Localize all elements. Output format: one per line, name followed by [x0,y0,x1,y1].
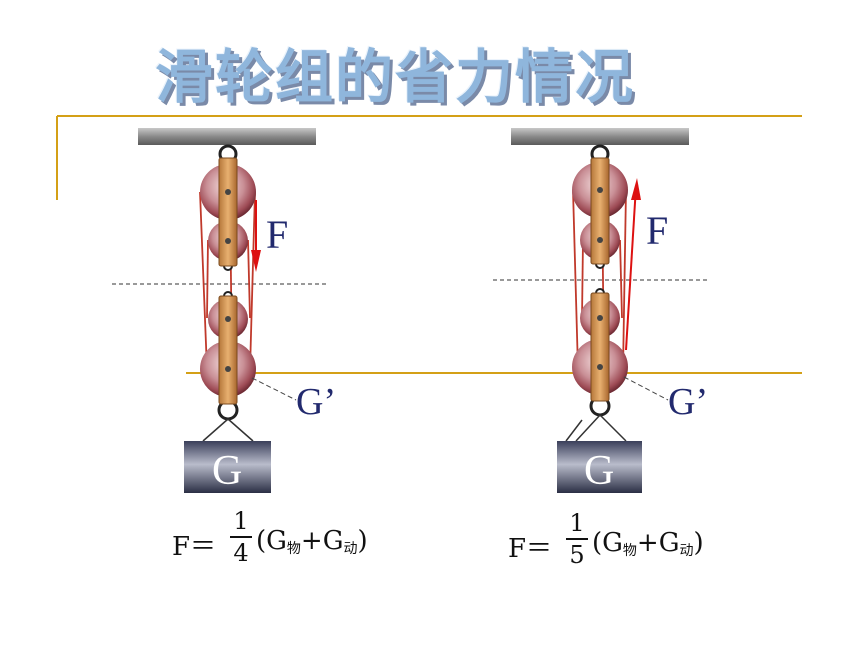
force-arrow [625,185,637,351]
formula-lhs: F＝ [508,534,553,564]
pulley-weight-label: G’ [296,381,336,423]
weight-block [184,441,271,493]
weight-label: G [584,448,614,494]
pulley-system-left: F G G’ [112,128,336,494]
formula-rhs: (G物+G动) [592,528,704,559]
weight-block [557,441,642,493]
ceiling-beam [511,128,689,145]
lower-strap [590,292,610,402]
denominator: 4 [233,539,249,567]
formula-rhs: (G物+G动) [256,526,368,557]
upper-strap [590,157,610,265]
upper-strap [218,157,238,267]
fraction: 1 5 [566,510,588,568]
force-label: F [266,212,288,257]
ceiling-beam [138,128,316,145]
slide-frame-lines [56,115,802,374]
pulley-system-right: F G G’ [493,128,710,494]
formula-right: F＝ 1 5 (G物+G动) [508,510,728,572]
denominator: 5 [569,541,585,569]
slide-title: 滑轮组的省力情况 [155,43,636,111]
formula-left: F＝ 1 4 (G物+G动) [172,508,392,570]
weight-label: G [212,448,242,494]
lower-strap [218,295,238,405]
formula-lhs: F＝ [172,532,217,562]
numerator: 1 [233,507,249,535]
force-label: F [646,208,668,253]
fraction: 1 4 [230,508,252,566]
pulley-weight-label: G’ [668,381,708,423]
numerator: 1 [569,509,585,537]
